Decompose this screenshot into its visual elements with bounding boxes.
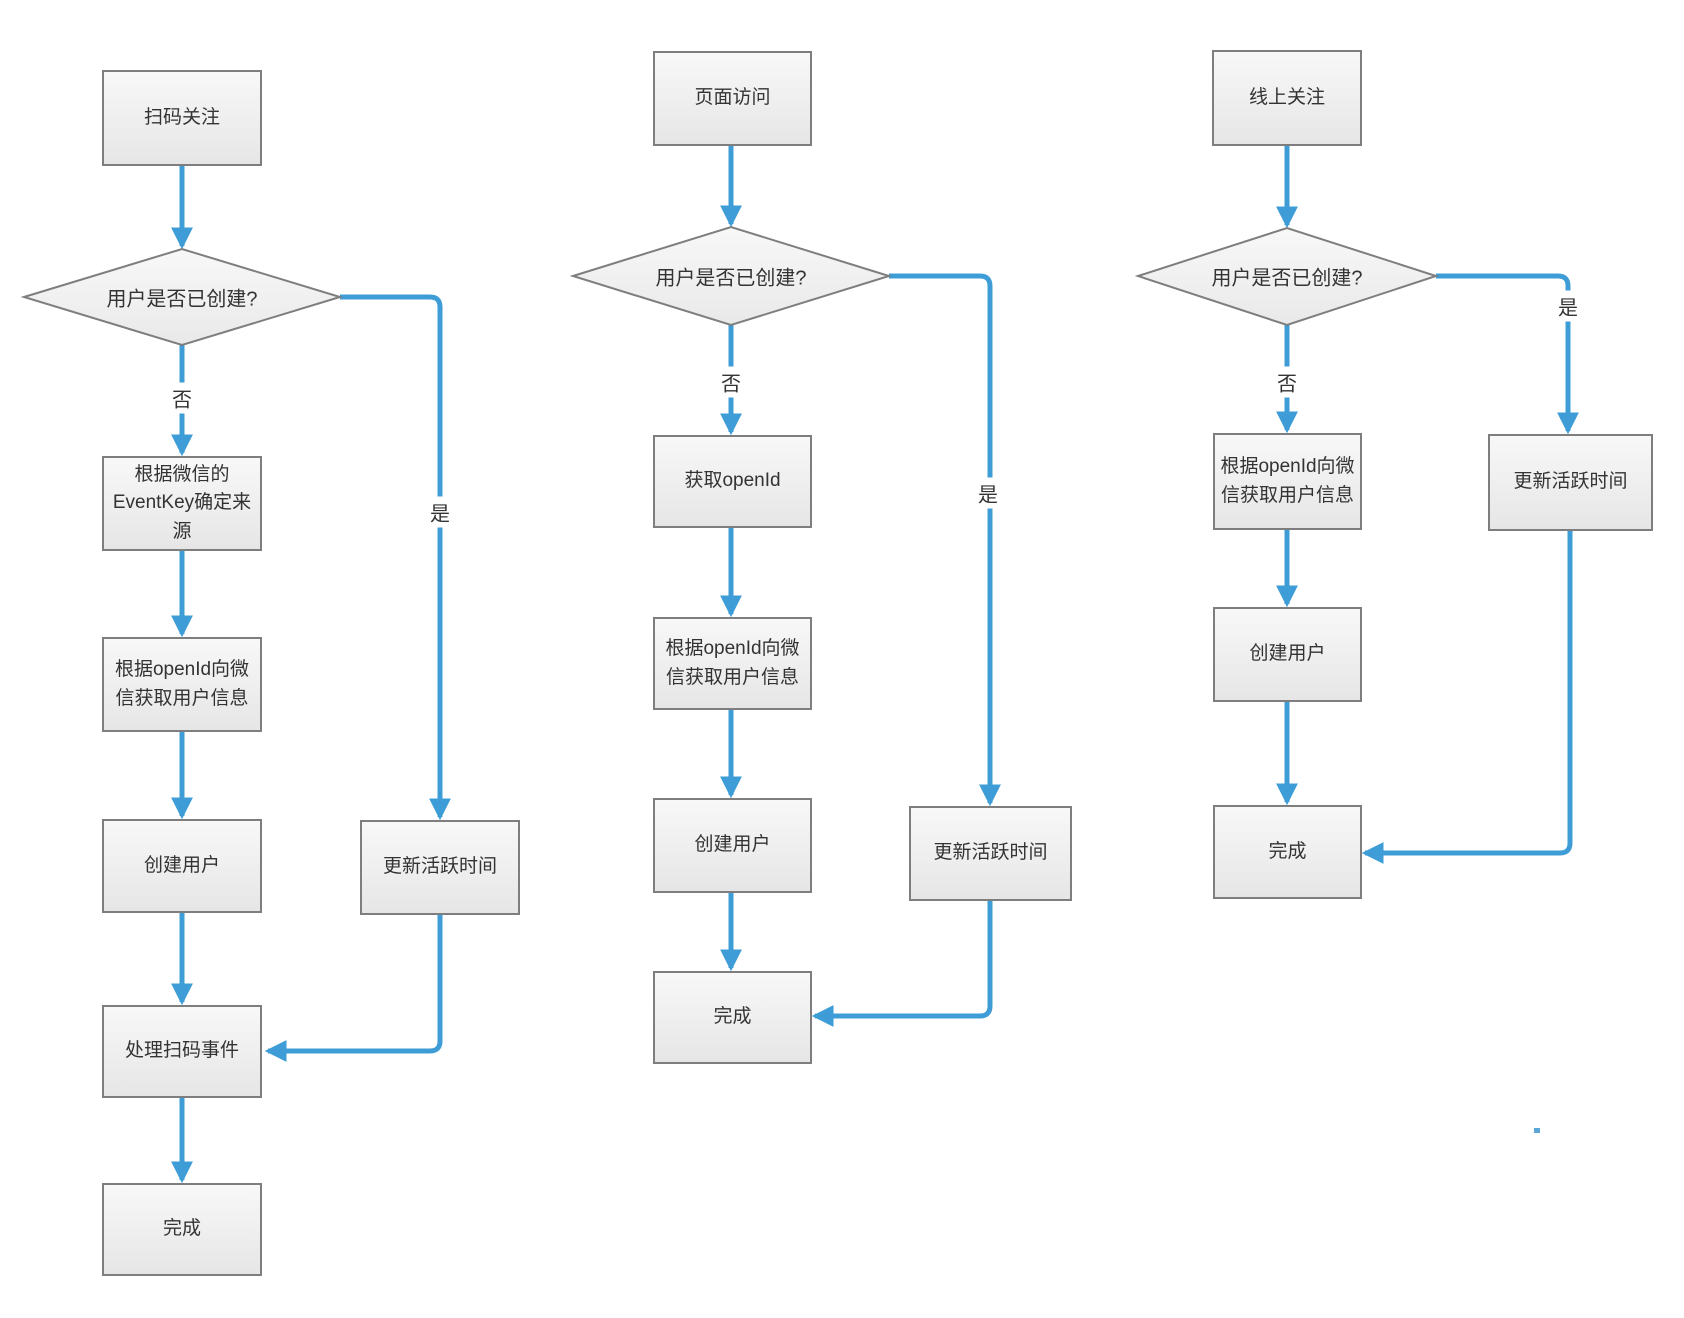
node-online-create-user: 创建用户 (1213, 607, 1362, 702)
node-scan-get-userinfo: 根据openId向微信获取用户信息 (102, 637, 262, 732)
node-online-done: 完成 (1213, 805, 1362, 899)
node-visit-done: 完成 (653, 971, 812, 1064)
edge-visit-decision-yes (889, 273, 1002, 807)
node-visit-get-openid: 获取openId (653, 435, 812, 528)
edge-visit-update-to-done (811, 901, 993, 1028)
node-scan-start: 扫码关注 (102, 70, 262, 166)
node-scan-done: 完成 (102, 1183, 262, 1276)
decision-label-scan: 用户是否已创建? (106, 288, 258, 311)
node-online-get-userinfo: 根据openId向微信获取用户信息 (1213, 433, 1362, 530)
node-scan-handle-event: 处理扫码事件 (102, 1005, 262, 1098)
node-scan-create-user: 创建用户 (102, 819, 262, 913)
decision-diamond-scan (20, 247, 344, 347)
node-visit-create-user: 创建用户 (653, 798, 812, 893)
node-online-update-active-time: 更新活跃时间 (1488, 434, 1653, 531)
edge-label-no-scan: 否 (169, 382, 195, 414)
edge-label-yes-visit: 是 (975, 477, 1001, 509)
artifact-dot (1534, 1128, 1540, 1133)
edge-online-decision-yes (1436, 273, 1580, 435)
decision-label-visit: 用户是否已创建? (655, 267, 807, 290)
decision-label-online: 用户是否已创建? (1211, 267, 1363, 290)
edge-label-yes-online: 是 (1555, 290, 1581, 322)
node-visit-update-active-time: 更新活跃时间 (909, 806, 1072, 901)
edge-online-update-to-done (1361, 531, 1573, 865)
decision-diamond-visit (569, 225, 893, 327)
decision-diamond-online (1134, 226, 1440, 327)
edge-label-no-online: 否 (1274, 366, 1300, 398)
edge-scan-update-to-handle (264, 915, 443, 1063)
node-visit-get-userinfo: 根据openId向微信获取用户信息 (653, 617, 812, 710)
node-online-start: 线上关注 (1212, 50, 1362, 146)
edge-scan-decision-yes (340, 294, 452, 821)
node-visit-start: 页面访问 (653, 51, 812, 146)
edge-label-no-visit: 否 (718, 366, 744, 398)
node-scan-update-active-time: 更新活跃时间 (360, 820, 520, 915)
node-scan-eventkey: 根据微信的EventKey确定来源 (102, 456, 262, 551)
edge-label-yes-scan: 是 (427, 496, 453, 528)
